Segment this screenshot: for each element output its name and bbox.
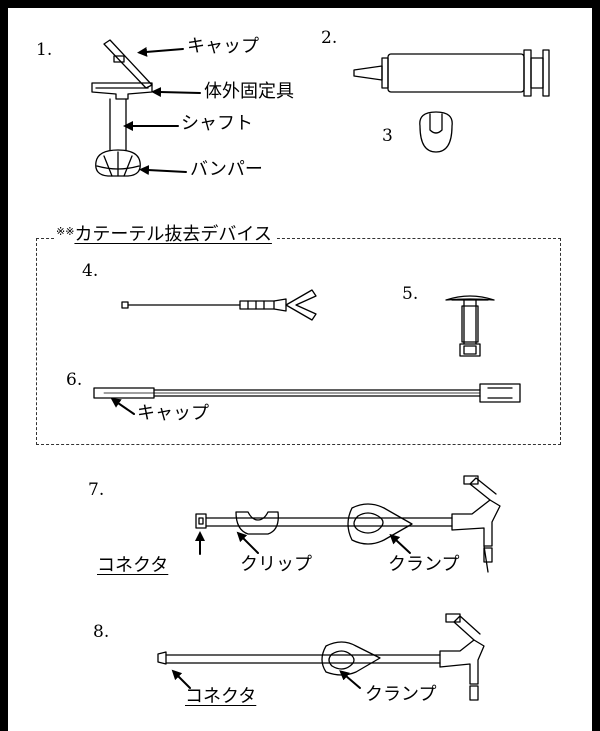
label-external-fixture: 体外固定具 bbox=[204, 81, 294, 102]
item-number-4: 4. bbox=[82, 261, 99, 281]
item-number-6: 6. bbox=[66, 370, 83, 390]
removal-device-funnel bbox=[285, 289, 317, 321]
label-cap: キャップ bbox=[187, 36, 259, 57]
connector-7 bbox=[195, 513, 207, 529]
cap-strap bbox=[103, 39, 153, 89]
item-7-extension-tube bbox=[195, 475, 501, 573]
label-connector-8: コネクタ bbox=[185, 686, 257, 707]
item-8-extension-tube bbox=[157, 613, 485, 701]
clip bbox=[235, 511, 279, 535]
item-number-8: 8. bbox=[93, 622, 110, 642]
removal-device-title: カテーテル抜去デバイス bbox=[74, 224, 272, 245]
item-6-rod bbox=[93, 383, 521, 415]
syringe-tip bbox=[353, 65, 383, 81]
cap-plug bbox=[113, 55, 125, 63]
shaft bbox=[109, 98, 127, 151]
y-port-8 bbox=[439, 639, 485, 685]
item-number-2: 2. bbox=[321, 28, 338, 48]
syringe-plunger-head bbox=[542, 49, 550, 97]
item-number-1: 1. bbox=[36, 40, 53, 60]
label-clamp-8: クランプ bbox=[365, 684, 437, 705]
item-3-gauze bbox=[419, 111, 453, 153]
item-number-7: 7. bbox=[88, 480, 105, 500]
bumper bbox=[95, 149, 141, 177]
arrow-cap-6 bbox=[110, 397, 135, 415]
y-port-7 bbox=[451, 499, 501, 547]
item-number-5: 5. bbox=[402, 284, 419, 304]
label-shaft: シャフト bbox=[181, 113, 253, 134]
item-1-gastrostomy-tube bbox=[91, 39, 201, 177]
arrow-external-fixture bbox=[151, 87, 201, 98]
label-connector-7: コネクタ bbox=[97, 555, 169, 576]
clamp-7 bbox=[347, 503, 413, 545]
arrow-clamp-7 bbox=[389, 533, 411, 554]
arrow-cap bbox=[137, 46, 184, 57]
removal-device-heading: ※※カテーテル抜去デバイス bbox=[54, 226, 277, 244]
removal-device-group-box bbox=[36, 238, 561, 445]
label-clamp-7: クランプ bbox=[388, 554, 460, 575]
arrow-clamp-8 bbox=[339, 670, 361, 689]
arrow-connector-8 bbox=[171, 669, 191, 689]
connector-8 bbox=[157, 651, 167, 665]
clamp-8 bbox=[321, 641, 381, 676]
syringe-barrel bbox=[387, 53, 525, 93]
arrow-clip bbox=[236, 531, 259, 554]
label-cap-6: キャップ bbox=[137, 403, 209, 424]
label-clip: クリップ bbox=[240, 554, 312, 575]
external-fixture bbox=[91, 82, 153, 100]
item-4-removal-device bbox=[121, 289, 317, 321]
item-2-syringe bbox=[353, 49, 550, 97]
arrow-bumper bbox=[139, 165, 187, 176]
removal-device-note-mark: ※※ bbox=[56, 225, 75, 238]
item-number-3: 3 bbox=[382, 126, 393, 146]
label-bumper: バンパー bbox=[190, 159, 263, 180]
item-5-device-part bbox=[445, 295, 495, 357]
